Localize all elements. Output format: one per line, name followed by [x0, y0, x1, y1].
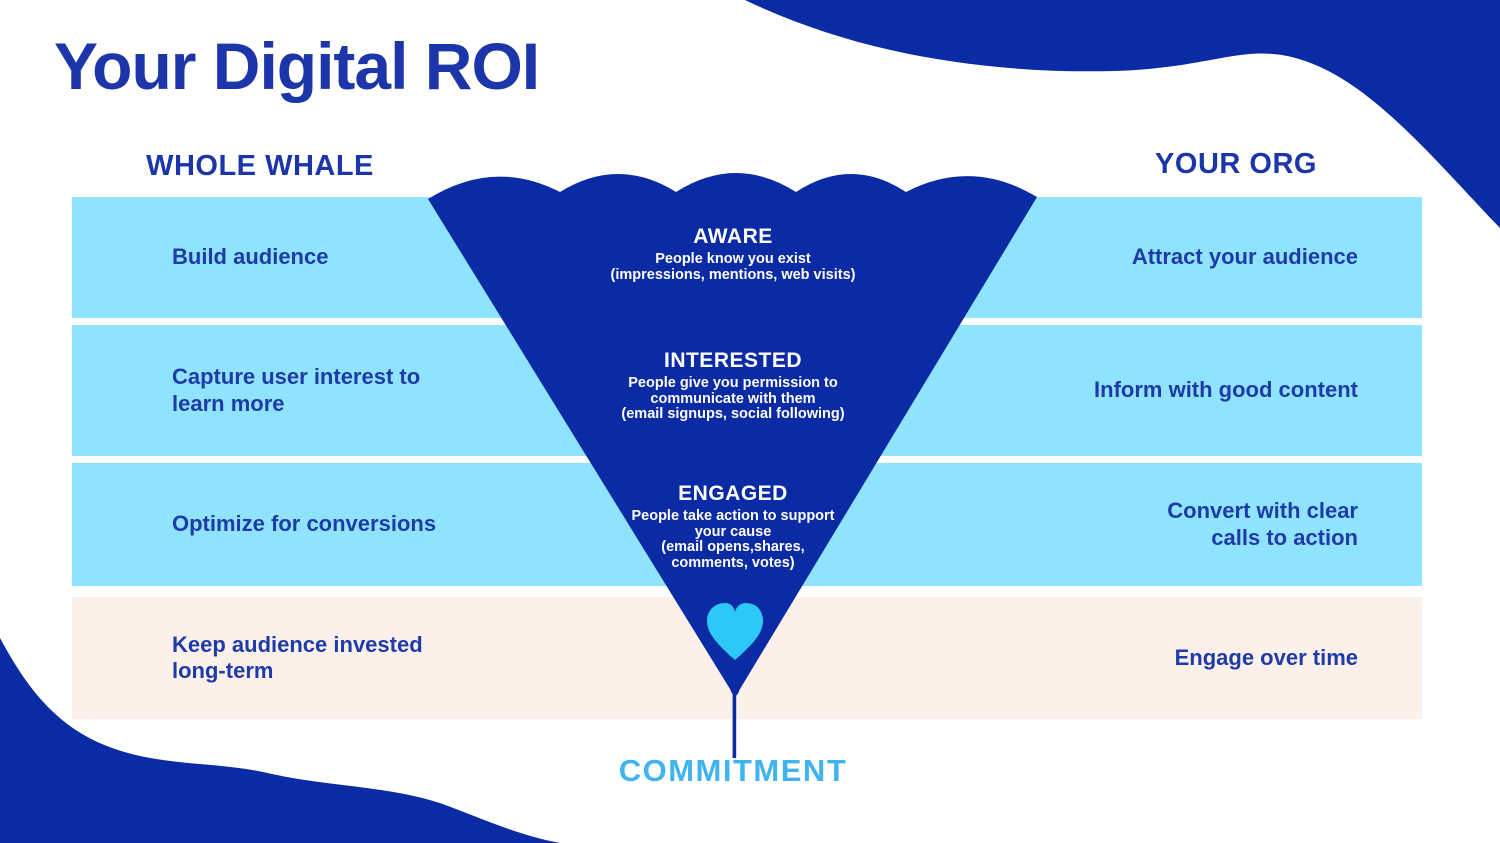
- stage-engaged-description: People take action to support your cause: [631, 508, 835, 540]
- stage-aware-metrics: (impressions, mentions, web visits): [610, 266, 856, 283]
- stage-aware-description: People know you exist: [655, 251, 811, 267]
- row-4-right-label: Engage over time: [1174, 644, 1358, 670]
- stage-interested-description: People give you permission to communicat…: [628, 375, 838, 407]
- row-1-left-label: Build audience: [172, 244, 329, 270]
- column-header-whole-whale: WHOLE WHALE: [146, 150, 374, 182]
- funnel-shape: [428, 173, 1037, 696]
- stage-interested-title: INTERESTED: [663, 349, 802, 372]
- stage-aware-title: AWARE: [693, 225, 773, 248]
- stage-engaged-title: ENGAGED: [678, 482, 788, 505]
- heart-icon: [707, 603, 763, 660]
- stage-interested-metrics: (email signups, social following): [621, 406, 845, 422]
- row-3-right-label: Convert with clear calls to action: [1167, 498, 1358, 550]
- drip-line: [732, 694, 737, 758]
- column-header-your-org: YOUR ORG: [1155, 148, 1317, 180]
- stage-aware: AWARE People know you exist (impressions…: [553, 225, 913, 283]
- top-right-blob-shape: [745, 0, 1500, 228]
- row-2-left-label: Capture user interest to learn more: [172, 364, 421, 416]
- page-title: Your Digital ROI: [54, 29, 540, 103]
- row-1-right-label: Attract your audience: [1131, 244, 1358, 270]
- row-3-left-label: Optimize for conversions: [172, 511, 437, 537]
- stage-engaged-metrics: (email opens,shares, comments, votes): [661, 539, 805, 571]
- bottom-left-blob-shape: [0, 638, 560, 843]
- row-2-right-label: Inform with good content: [1094, 377, 1358, 403]
- stage-engaged: ENGAGED People take action to support yo…: [553, 482, 913, 571]
- row-4-left-label: Keep audience invested long-term: [172, 631, 423, 683]
- stage-interested: INTERESTED People give you permission to…: [553, 349, 913, 423]
- commitment-label: COMMITMENT: [618, 753, 848, 788]
